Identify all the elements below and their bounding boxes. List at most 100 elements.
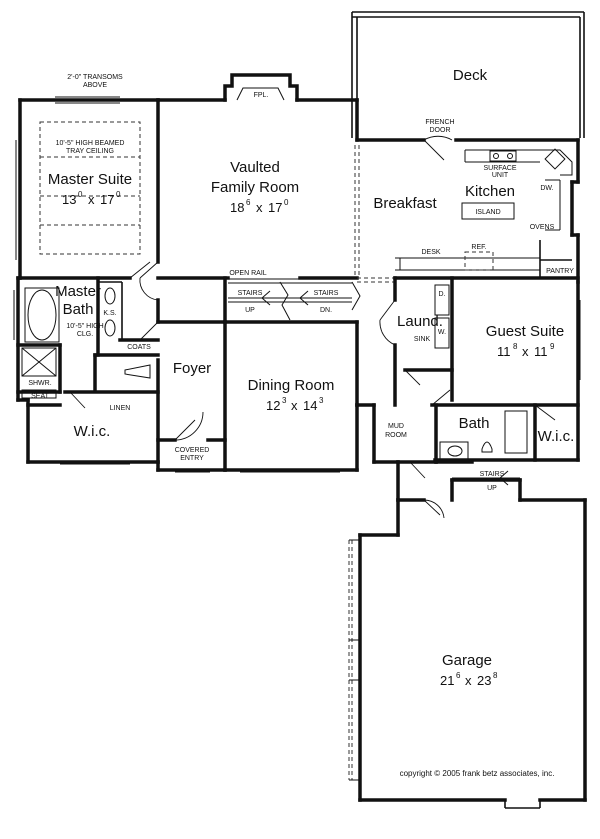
stairs-up-label-1: STAIRS xyxy=(238,290,263,297)
ks-label: K.S. xyxy=(103,310,116,317)
svg-text:0: 0 xyxy=(284,198,289,207)
cooktop xyxy=(489,150,517,162)
guest-suite-label: Guest Suite xyxy=(486,323,564,340)
kitchen-sink xyxy=(544,148,566,170)
svg-text:x: x xyxy=(256,200,263,215)
svg-text:8: 8 xyxy=(513,342,518,351)
svg-text:17: 17 xyxy=(100,192,114,207)
svg-text:0: 0 xyxy=(116,190,121,199)
garage-stairs-label-2: UP xyxy=(487,485,497,492)
master-suite-label: Master Suite xyxy=(48,171,132,188)
covered-entry-label-2: ENTRY xyxy=(180,455,204,462)
shower xyxy=(21,347,57,399)
foyer-label: Foyer xyxy=(173,360,211,377)
seat-label: SEAT xyxy=(31,393,49,400)
french-door-label-1: FRENCH xyxy=(425,119,454,126)
svg-text:23: 23 xyxy=(477,673,491,688)
dining-room-label: Dining Room xyxy=(248,377,335,394)
ref-label: REF. xyxy=(471,244,486,251)
washer xyxy=(434,317,450,349)
family-room-dims: 18 6 x 17 0 xyxy=(230,198,289,215)
svg-text:x: x xyxy=(465,673,472,688)
kitchen-label: Kitchen xyxy=(465,183,515,200)
french-door-label-2: DOOR xyxy=(430,127,451,134)
ovens-label: OVENS xyxy=(530,224,555,231)
svg-text:12: 12 xyxy=(266,398,280,413)
bath-vanity xyxy=(439,441,469,461)
svg-text:21: 21 xyxy=(440,673,454,688)
mud-room-label-1: MUD xyxy=(388,423,404,430)
surface-unit-label-1: SURFACE xyxy=(483,165,516,172)
fireplace xyxy=(223,73,299,102)
svg-text:17: 17 xyxy=(268,200,282,215)
svg-text:11: 11 xyxy=(497,344,511,359)
master-suite-dims: 13 0 x 17 0 xyxy=(62,190,121,207)
svg-text:x: x xyxy=(522,344,529,359)
svg-text:18: 18 xyxy=(230,200,244,215)
breakfast-label: Breakfast xyxy=(373,195,437,212)
master-sink-2 xyxy=(104,319,116,337)
dishwasher-label: DW. xyxy=(540,185,553,192)
shower-label: SHWR. xyxy=(28,380,51,387)
bath-toilet xyxy=(481,441,493,453)
svg-text:3: 3 xyxy=(282,396,287,405)
washer-label: W. xyxy=(438,329,446,336)
svg-text:x: x xyxy=(291,398,298,413)
garage-stairs-label-1: STAIRS xyxy=(480,471,505,478)
stairs-dn-label-1: STAIRS xyxy=(314,290,339,297)
clg-label-1: 10'-5" HIGH xyxy=(66,323,103,330)
stairs-dn-label-2: DN. xyxy=(320,307,332,314)
tray-ceiling xyxy=(39,121,141,255)
svg-text:9: 9 xyxy=(550,342,555,351)
deck-label: Deck xyxy=(453,67,488,84)
desk-label: DESK xyxy=(421,249,440,256)
laundry-label: Laund. xyxy=(397,313,443,330)
bath-sink xyxy=(447,445,463,457)
bathtub-frame xyxy=(24,287,60,343)
sink-label: SINK xyxy=(414,336,431,343)
guest-suite-dims: 11 8 x 11 9 xyxy=(497,342,555,359)
open-rail-label: OPEN RAIL xyxy=(229,270,266,277)
island-label: ISLAND xyxy=(475,209,500,216)
exterior-walls xyxy=(16,98,580,472)
bath-tub xyxy=(504,410,528,454)
svg-text:3: 3 xyxy=(319,396,324,405)
family-room-label-1: Vaulted xyxy=(230,159,280,176)
tray-ceiling-label-1: 10'-5" HIGH BEAMED xyxy=(56,140,125,147)
mud-room-label-2: ROOM xyxy=(385,432,407,439)
bathtub xyxy=(27,289,57,341)
svg-text:6: 6 xyxy=(246,198,251,207)
master-wic-label: W.i.c. xyxy=(74,423,111,440)
fireplace-label: FPL. xyxy=(254,92,269,99)
svg-text:13: 13 xyxy=(62,192,76,207)
dryer xyxy=(434,284,450,316)
copyright-label: copyright © 2005 frank betz associates, … xyxy=(400,769,555,778)
svg-text:11: 11 xyxy=(534,344,548,359)
bath-label: Bath xyxy=(459,415,490,432)
doors xyxy=(69,135,556,519)
master-sink-1 xyxy=(104,287,116,305)
interior-walls xyxy=(16,98,580,472)
kitchen-island xyxy=(461,202,515,220)
pantry-label: PANTRY xyxy=(546,268,574,275)
guest-wic-label: W.i.c. xyxy=(538,428,575,445)
refrigerator xyxy=(464,251,494,271)
windows xyxy=(13,140,581,473)
garage-walls xyxy=(348,460,587,809)
svg-text:x: x xyxy=(88,192,95,207)
tray-ceiling-label-2: TRAY CEILING xyxy=(66,148,114,155)
dryer-label: D. xyxy=(439,291,446,298)
family-room-label-2: Family Room xyxy=(211,179,299,196)
svg-text:6: 6 xyxy=(456,671,461,680)
linen-label: LINEN xyxy=(110,405,131,412)
staircase xyxy=(228,278,361,321)
master-bath-label-2: Bath xyxy=(63,301,94,318)
garage-label: Garage xyxy=(442,652,492,669)
dining-room-dims: 12 3 x 14 3 xyxy=(266,396,324,413)
master-bath-label-1: Master xyxy=(55,283,101,300)
surface-unit-label-2: UNIT xyxy=(492,172,509,179)
garage-dims: 21 6 x 23 8 xyxy=(440,671,498,688)
svg-text:8: 8 xyxy=(493,671,498,680)
